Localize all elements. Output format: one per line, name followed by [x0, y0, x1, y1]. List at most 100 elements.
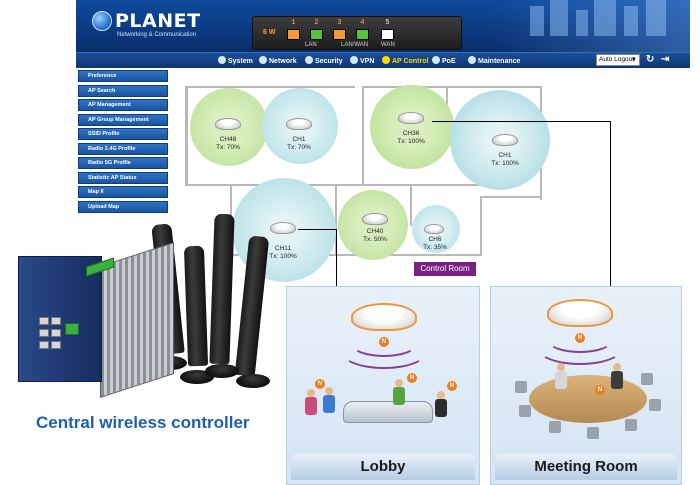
access-point-ch1[interactable] [286, 118, 312, 130]
control-room-label: Control Room [414, 262, 476, 276]
chair [625, 419, 637, 431]
wall [335, 186, 337, 254]
conference-table [529, 375, 647, 423]
access-point-ch6[interactable] [424, 224, 444, 234]
antenna-icon [209, 213, 235, 365]
nav-network[interactable]: Network [259, 56, 297, 65]
chair [549, 421, 561, 433]
ethernet-port[interactable] [39, 329, 49, 337]
sidebar-item-ap-search[interactable]: AP Search [78, 85, 168, 97]
nav-security[interactable]: Security [305, 56, 343, 65]
wall [185, 86, 355, 88]
header-skyline [490, 0, 690, 52]
port-5-number: 5 [385, 19, 390, 26]
wireless-controller-device [0, 210, 290, 400]
sidebar-item-map-ii[interactable]: Map II [78, 186, 168, 198]
nav-vpn[interactable]: VPN [350, 56, 374, 65]
port-2[interactable] [310, 29, 323, 40]
sidebar-item-upload-map[interactable]: Upload Map [78, 201, 168, 213]
chair [515, 381, 527, 393]
port-5[interactable] [381, 29, 394, 40]
sidebar-item-radio-24g-profile[interactable]: Radio 2.4G Profile [78, 143, 168, 155]
sidebar-item-ssid-profile[interactable]: SSID Profile [78, 128, 168, 140]
coverage-zone-ch36 [370, 85, 454, 169]
brand-logo[interactable]: PLANET [92, 10, 201, 32]
brand-subtitle: Networking & Communication [117, 32, 197, 38]
ethernet-port[interactable] [51, 341, 61, 349]
wrench-icon [468, 56, 476, 64]
chevron-down-icon: ▼ [631, 57, 637, 63]
ceiling-ap-icon [351, 303, 417, 331]
chair [649, 399, 661, 411]
logout-icon[interactable]: ⇥ [661, 54, 670, 65]
wifi-n-badge: N [595, 385, 605, 395]
wifi-n-badge: N [447, 381, 457, 391]
sidebar-item-preference[interactable]: Preference [78, 70, 168, 82]
antenna-base [236, 374, 270, 388]
wall [362, 86, 364, 184]
chair [519, 405, 531, 417]
app-header: PLANET Networking & Communication 6 W 1 … [76, 0, 690, 68]
room-label-lobby: Lobby [291, 454, 475, 480]
wall [185, 184, 485, 186]
port-status-panel: 6 W 1 2 3 4 5 LAN LAN/WAN WAN [252, 16, 462, 50]
terminal-block [65, 323, 79, 335]
ceiling-ap-icon [547, 299, 613, 327]
port-4[interactable] [356, 29, 369, 40]
wall [362, 86, 542, 88]
ethernet-port[interactable] [39, 341, 49, 349]
port-2-number: 2 [314, 19, 319, 26]
access-point-ch36[interactable] [398, 112, 424, 124]
gear-icon [218, 56, 226, 64]
lanwan-group-label: LAN/WAN [341, 42, 369, 48]
power-readout: 6 W [263, 29, 276, 36]
room-lobby: N N N N Lobby [286, 286, 480, 485]
connector-line [610, 121, 611, 288]
port-4-number: 4 [360, 19, 365, 26]
room-meeting: N N Meeting Room [490, 286, 682, 485]
access-point-ch40[interactable] [362, 213, 388, 225]
wifi-n-badge: N [315, 379, 325, 389]
wifi-n-badge: N [379, 337, 389, 347]
ethernet-port[interactable] [51, 329, 61, 337]
auto-logout-select[interactable]: Auto Logout▼ [596, 54, 640, 66]
port-3[interactable] [333, 29, 346, 40]
key-icon [350, 56, 358, 64]
nav-poe[interactable]: PoE [432, 56, 456, 65]
nav-maintenance[interactable]: Maintenance [468, 56, 520, 65]
sidebar-item-statistic-ap-status[interactable]: Statistic AP Status [78, 172, 168, 184]
sidebar-item-ap-management[interactable]: AP Management [78, 99, 168, 111]
nav-ap-control[interactable]: AP Control [382, 56, 428, 65]
device-chassis [18, 256, 102, 382]
port-1[interactable] [287, 29, 300, 40]
wifi-n-badge: N [407, 373, 417, 383]
access-point-ch11[interactable] [270, 222, 296, 234]
sidebar-item-ap-group-management[interactable]: AP Group Management [78, 114, 168, 126]
refresh-icon[interactable]: ↻ [646, 54, 655, 65]
main-nav: System Network Security VPN AP Control P… [76, 52, 690, 68]
room-label-meeting: Meeting Room [495, 454, 677, 480]
wall [185, 86, 188, 186]
nav-system[interactable]: System [218, 56, 253, 65]
brand-name: PLANET [115, 10, 201, 32]
auto-logout-value: Auto Logout [599, 56, 635, 63]
ethernet-port[interactable] [51, 317, 61, 325]
chair [587, 427, 599, 439]
access-point-ch48[interactable] [215, 118, 241, 130]
reception-desk [343, 401, 433, 423]
antenna-base [205, 364, 239, 378]
port-1-number: 1 [291, 19, 296, 26]
wifi-icon [382, 56, 390, 64]
antenna-icon [183, 245, 209, 367]
antenna-icon [234, 235, 270, 377]
globe-icon [259, 56, 267, 64]
ethernet-port[interactable] [39, 317, 49, 325]
sidebar-item-radio-5g-profile[interactable]: Radio 5G Profile [78, 157, 168, 169]
port-3-number: 3 [337, 19, 342, 26]
access-point-ch1b[interactable] [492, 134, 518, 146]
